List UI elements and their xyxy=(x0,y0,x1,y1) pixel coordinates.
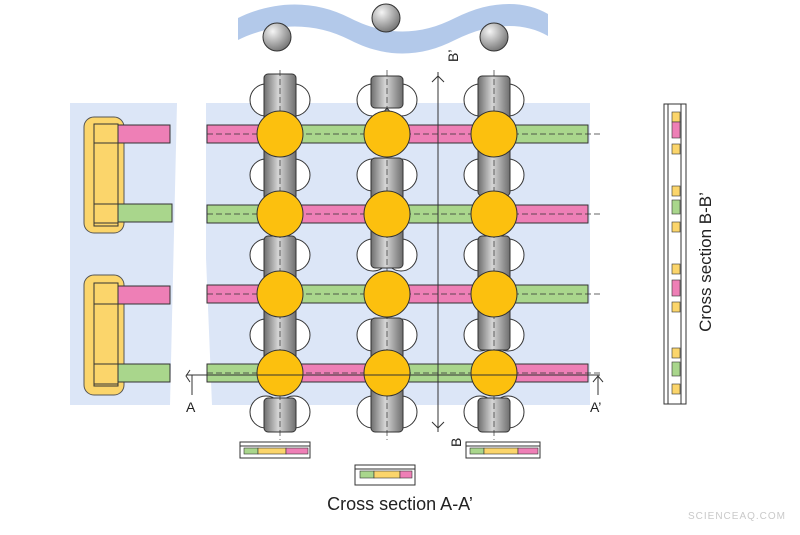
contact-node xyxy=(256,190,304,238)
label-b-top: B’ xyxy=(445,49,461,62)
contact-node xyxy=(470,110,518,158)
label-a-right: A’ xyxy=(590,399,602,415)
roller-ball-right xyxy=(479,22,509,52)
contact-node xyxy=(363,349,411,397)
contact-node xyxy=(256,110,304,158)
contact-node xyxy=(256,270,304,318)
strip-cell xyxy=(671,301,681,313)
section-tile-left xyxy=(239,441,311,459)
roller-ball-center xyxy=(371,3,401,33)
roller-ball-left xyxy=(262,22,292,52)
strip-cell xyxy=(671,361,681,377)
contact-node xyxy=(363,190,411,238)
strip-cell xyxy=(671,143,681,155)
strip-cell xyxy=(671,383,681,395)
weave-grid xyxy=(206,70,602,440)
watermark: SCIENCEAQ.COM xyxy=(687,511,786,522)
contact-node xyxy=(470,270,518,318)
section-tile-right xyxy=(465,441,541,459)
strip-cell xyxy=(671,347,681,359)
contact-node xyxy=(256,349,304,397)
strip-cell xyxy=(671,185,681,197)
contact-node xyxy=(363,110,411,158)
contact-node xyxy=(363,270,411,318)
label-a-left: A xyxy=(186,399,196,415)
strip-cell xyxy=(671,111,681,123)
left-detail-panel xyxy=(70,103,177,405)
wave-band xyxy=(238,3,548,54)
contact-node xyxy=(470,349,518,397)
strip-cell xyxy=(671,263,681,275)
strip-cell xyxy=(671,279,681,297)
strip-cell xyxy=(671,121,681,139)
caption-cross-section-aa: Cross section A-A’ xyxy=(327,494,473,514)
label-b-bottom: B xyxy=(448,437,464,447)
contact-node xyxy=(470,190,518,238)
strip-cell xyxy=(671,199,681,215)
cross-section-strip-bb xyxy=(663,103,687,405)
strip-cell xyxy=(671,221,681,233)
caption-cross-section-bb: Cross section B-B’ xyxy=(696,192,715,332)
section-tile-center xyxy=(354,464,416,486)
